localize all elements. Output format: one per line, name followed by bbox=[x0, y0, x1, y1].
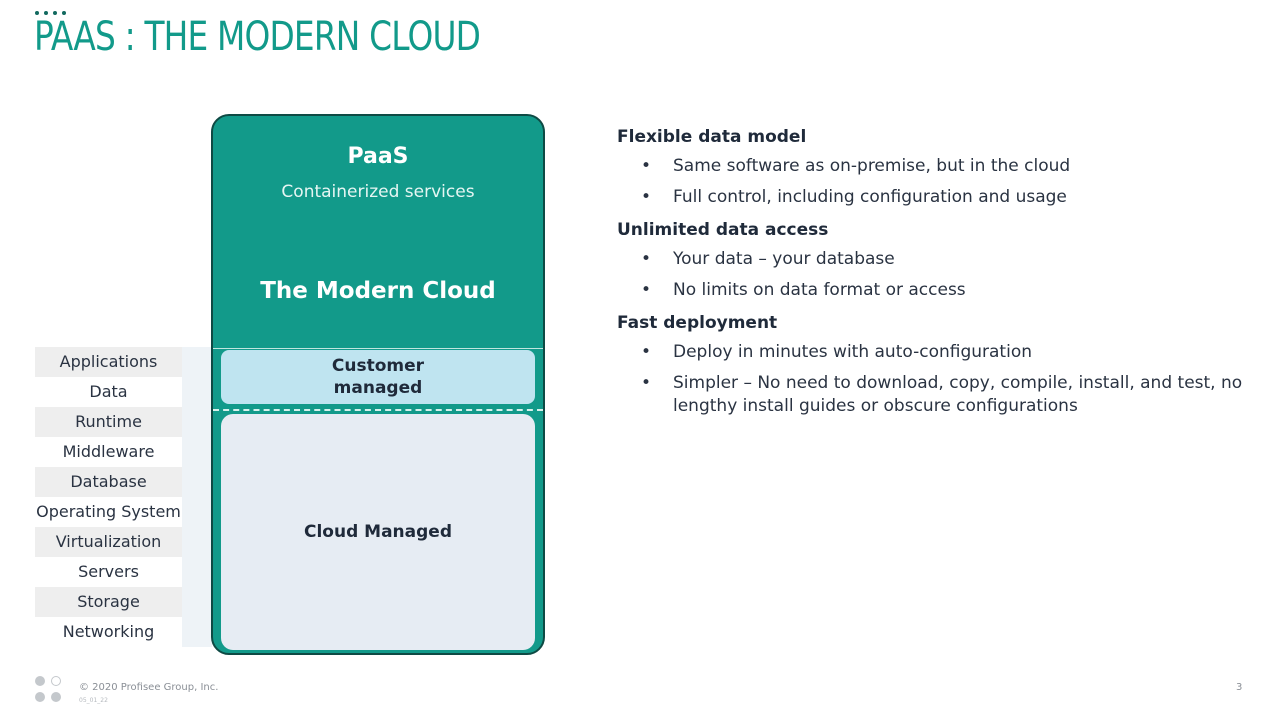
stack-item: Runtime bbox=[35, 407, 182, 437]
stack-connector bbox=[182, 347, 212, 647]
feature-heading: Fast deployment bbox=[617, 313, 778, 333]
paas-card: PaaS Containerized services The Modern C… bbox=[211, 114, 545, 655]
bullet-icon: • bbox=[641, 156, 652, 176]
decorative-dots bbox=[35, 11, 66, 15]
bullet-icon: • bbox=[641, 249, 652, 269]
feature-bullet: • Same software as on-premise, but in the… bbox=[617, 155, 1247, 186]
customer-managed-box: Customer managed bbox=[221, 350, 535, 404]
copyright-text: © 2020 Profisee Group, Inc. bbox=[79, 682, 219, 693]
bullet-icon: • bbox=[641, 373, 652, 393]
feature-bullet-text: Same software as on-premise, but in the … bbox=[673, 156, 1071, 176]
paas-subtitle: Containerized services bbox=[281, 182, 475, 202]
dashed-divider bbox=[213, 409, 543, 411]
page-number: 3 bbox=[1236, 682, 1243, 693]
feature-bullet: • Your data – your database bbox=[617, 248, 1247, 279]
stack-item: Storage bbox=[35, 587, 182, 617]
stack-item: Networking bbox=[62, 622, 155, 641]
stack-item: Data bbox=[89, 382, 128, 401]
feature-bullet-text: Deploy in minutes with auto-configuratio… bbox=[673, 342, 1032, 362]
paas-name: PaaS bbox=[347, 144, 409, 169]
feature-heading: Flexible data model bbox=[617, 127, 807, 147]
feature-bullet: • Full control, including configuration a… bbox=[617, 186, 1247, 217]
feature-bullets: • Your data – your database • No limits on … bbox=[617, 248, 1247, 310]
stack-item: Database bbox=[35, 467, 182, 497]
stack-item: Applications bbox=[35, 347, 182, 377]
feature-bullet-text: No limits on data format or access bbox=[673, 280, 966, 300]
feature-bullet: • No limits on data format or access bbox=[617, 279, 1247, 310]
slide-title: PAAS : THE MODERN CLOUD bbox=[34, 14, 481, 60]
feature-bullet: • Simpler – No need to download, copy, co… bbox=[617, 372, 1247, 418]
slide-code: 05_01_22 bbox=[79, 697, 108, 704]
bullet-icon: • bbox=[641, 280, 652, 300]
bullet-icon: • bbox=[641, 342, 652, 362]
feature-bullets: • Same software as on-premise, but in the… bbox=[617, 155, 1247, 217]
feature-heading: Unlimited data access bbox=[617, 220, 829, 240]
feature-bullets: • Deploy in minutes with auto-configurati… bbox=[617, 341, 1247, 418]
stack-item: Middleware bbox=[62, 442, 155, 461]
feature-bullet-text: Your data – your database bbox=[673, 249, 895, 269]
feature-bullet-text: Simpler – No need to download, copy, com… bbox=[673, 373, 1243, 416]
modern-cloud-headline: The Modern Cloud bbox=[260, 278, 496, 304]
divider-line bbox=[213, 348, 543, 349]
stack-item: Virtualization bbox=[35, 527, 182, 557]
profisee-logo-icon bbox=[35, 676, 63, 704]
feature-list: Flexible data model • Same software as on-… bbox=[617, 124, 1247, 418]
stack-item: Servers bbox=[78, 562, 139, 581]
stack-item: Operating System bbox=[36, 502, 181, 521]
feature-bullet-text: Full control, including configuration an… bbox=[673, 187, 1067, 207]
bullet-icon: • bbox=[641, 187, 652, 207]
cloud-managed-box: Cloud Managed bbox=[221, 414, 535, 650]
feature-bullet: • Deploy in minutes with auto-configurati… bbox=[617, 341, 1247, 372]
